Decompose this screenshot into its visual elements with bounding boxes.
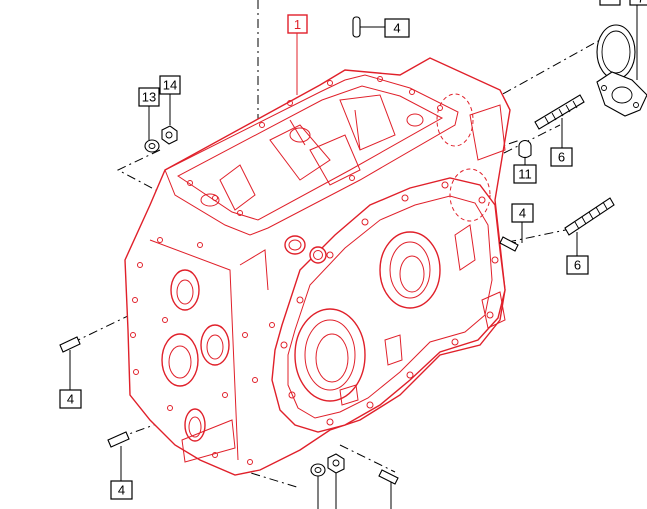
svg-text:7: 7 bbox=[637, 0, 644, 6]
svg-text:4: 4 bbox=[67, 392, 74, 407]
alignment-lines bbox=[71, 0, 601, 489]
transmission-housing[interactable] bbox=[124, 57, 511, 476]
flange-bolt-holes bbox=[280, 181, 499, 426]
stud-upper[interactable]: 6 bbox=[534, 94, 585, 167]
svg-text:13: 13 bbox=[142, 90, 156, 105]
washer-13[interactable]: 13 bbox=[138, 87, 160, 153]
cover-plate-part[interactable]: 7 bbox=[596, 0, 647, 117]
svg-text:6: 6 bbox=[558, 150, 565, 165]
dowel-pin-bottom[interactable]: 4 bbox=[107, 431, 133, 500]
left-face-holes bbox=[130, 237, 275, 465]
stud-lower[interactable]: 6 bbox=[564, 197, 615, 275]
svg-text:14: 14 bbox=[163, 78, 177, 93]
nut-bottom[interactable] bbox=[327, 453, 345, 509]
svg-text:1: 1 bbox=[294, 17, 301, 32]
bushing-11[interactable]: 11 bbox=[513, 139, 537, 184]
rim-bolt-holes bbox=[187, 76, 443, 216]
nut-14[interactable]: 14 bbox=[159, 75, 181, 145]
dowel-pin-right[interactable]: 4 bbox=[499, 203, 534, 252]
dowel-pin-top[interactable]: 4 bbox=[352, 16, 410, 38]
seal-ring-part[interactable] bbox=[596, 0, 636, 80]
callout-part-1[interactable]: 1 bbox=[287, 14, 308, 95]
svg-text:6: 6 bbox=[574, 258, 581, 273]
washer-bottom[interactable] bbox=[310, 463, 326, 509]
svg-text:11: 11 bbox=[518, 167, 532, 182]
svg-text:4: 4 bbox=[118, 483, 125, 498]
dowel-pin-bottom-right[interactable] bbox=[378, 469, 399, 509]
svg-text:4: 4 bbox=[519, 206, 526, 221]
svg-text:4: 4 bbox=[393, 21, 400, 36]
dowel-pin-left[interactable]: 4 bbox=[59, 336, 82, 409]
